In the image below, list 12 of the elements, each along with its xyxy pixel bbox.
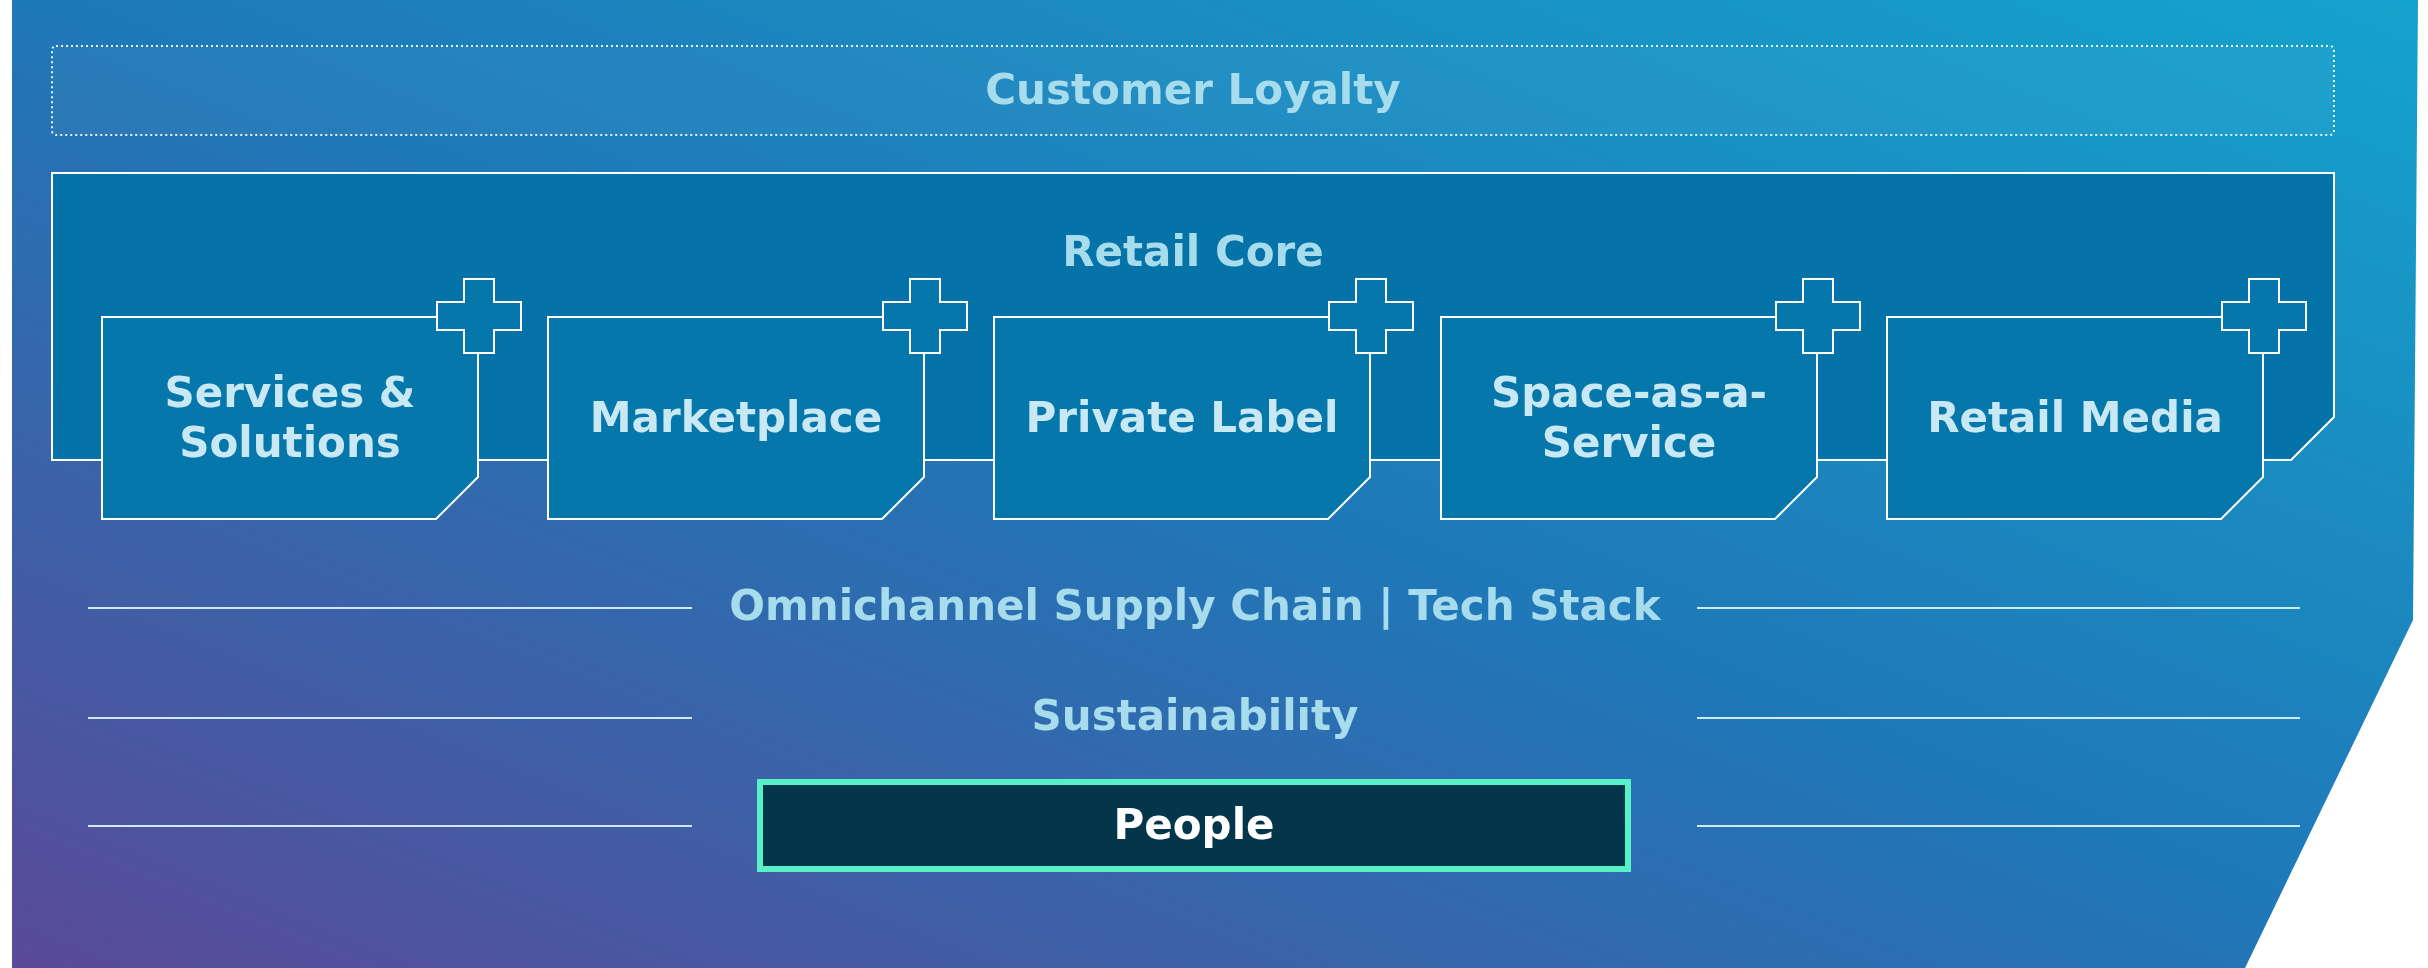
card-label: Private Label [1025,392,1339,444]
box-label: Customer Loyalty [985,65,1401,116]
card-label: Services & Solutions [163,367,417,469]
card-label: Space-as-a-Service [1490,367,1768,469]
card-label: Retail Media [1927,392,2223,444]
card-label: Marketplace [589,392,883,444]
highlight-box [757,779,1631,872]
box-label: People [1113,800,1275,851]
layer-label: Omnichannel Supply Chain | Tech Stack [729,581,1661,632]
header-box [51,45,2335,136]
layer-label: Sustainability [1031,691,1359,742]
group-title: Retail Core [1062,226,1324,278]
